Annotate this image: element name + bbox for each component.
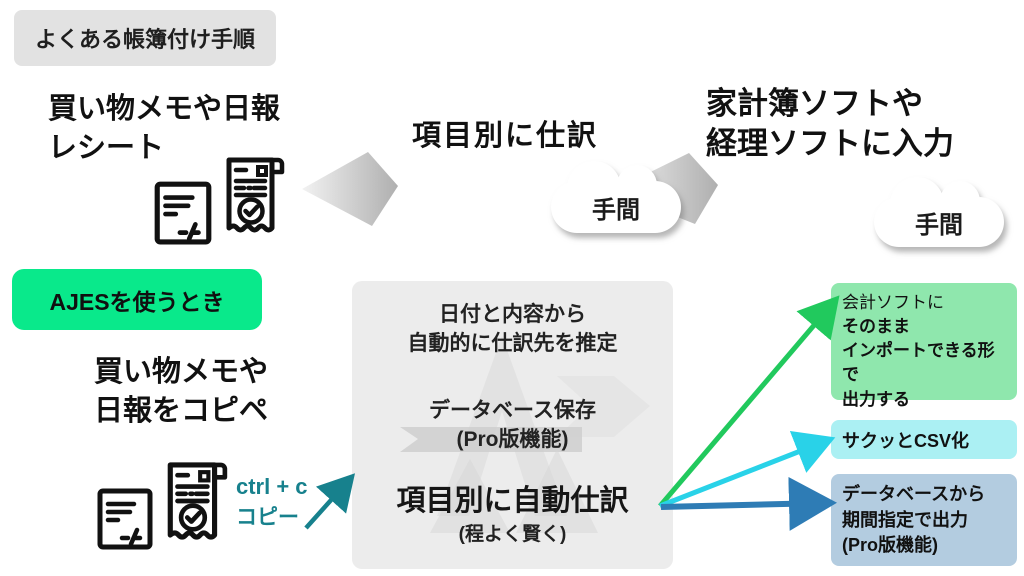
output-accounting-line1: 会計ソフトに <box>842 293 944 312</box>
copy-label-text: コピー <box>236 506 299 529</box>
output-accounting-line4: 出力する <box>842 389 910 409</box>
output-database-line3: (Pro版機能) <box>842 535 938 556</box>
output-database-line2: 期間指定で出力 <box>842 509 968 530</box>
ajes-source-line1: 買い物メモや <box>93 356 268 388</box>
output-csv-box: サクッとCSV化 <box>831 420 1017 459</box>
engine-to-database-arrow <box>660 476 837 531</box>
output-accounting-line3: インポートできる形で <box>842 341 995 385</box>
engine-line-3: データベース保存 <box>429 399 596 422</box>
manual-step-heading: 項目別に仕訳 <box>412 120 599 152</box>
note-icon <box>152 179 214 250</box>
hassle-cloud-2: 手間 <box>874 177 1004 247</box>
manual-dest-line2: 経理ソフトに入力 <box>706 126 954 162</box>
note-icon <box>95 486 155 555</box>
manual-dest-heading: 家計簿ソフトや 経理ソフトに入力 <box>706 84 954 165</box>
output-database-box: データベースから 期間指定で出力 (Pro版機能) <box>831 474 1017 566</box>
engine-line-4: (Pro版機能) <box>456 428 569 451</box>
hassle-cloud-1-text: 手間 <box>592 196 640 224</box>
output-accounting-box: 会計ソフトに そのまま インポートできる形で 出力する <box>831 283 1017 409</box>
receipt-icon <box>161 452 229 555</box>
manual-source-icons <box>152 145 286 250</box>
engine-line-5: 項目別に自動仕訳 <box>396 485 629 517</box>
ajes-source-line2: 日報をコピペ <box>93 395 268 428</box>
ajes-flow-label: AJESを使うとき <box>12 269 262 330</box>
output-accounting-line2: そのまま <box>842 317 910 337</box>
output-csv-line1: サクッとCSV化 <box>842 430 970 451</box>
manual-dest-line1: 家計簿ソフトや <box>706 86 923 121</box>
hassle-cloud-2-text: 手間 <box>915 211 963 239</box>
ajes-source-icons <box>95 452 229 555</box>
hassle-cloud-1: 手間 <box>551 161 681 233</box>
manual-source-line2: レシート <box>48 131 165 164</box>
manual-source-line1: 買い物メモや日報 <box>48 93 281 125</box>
engine-line-2: 自動的に仕訳先を推定 <box>407 332 618 355</box>
engine-to-accounting-arrow <box>658 295 840 508</box>
gray-arrow-left-1 <box>302 152 398 226</box>
copy-to-engine-arrow <box>304 473 356 530</box>
manual-source-heading: 買い物メモや日報 レシート <box>48 90 280 167</box>
ajes-logo-watermark <box>400 336 650 533</box>
engine-to-csv-arrow <box>659 430 836 509</box>
ajes-engine-panel: 日付と内容から 自動的に仕訳先を推定 データベース保存 (Pro版機能) 項目別… <box>352 281 673 569</box>
engine-line-1: 日付と内容から <box>439 303 586 326</box>
output-database-line1: データベースから <box>842 484 986 504</box>
manual-flow-label: よくある帳簿付け手順 <box>14 10 277 66</box>
copy-shortcut-text: ctrl + c <box>236 474 308 499</box>
ajes-source-heading: 買い物メモや 日報をコピペ <box>38 353 324 431</box>
engine-line-6: (程よく賢く) <box>458 524 567 545</box>
receipt-icon <box>220 145 286 250</box>
